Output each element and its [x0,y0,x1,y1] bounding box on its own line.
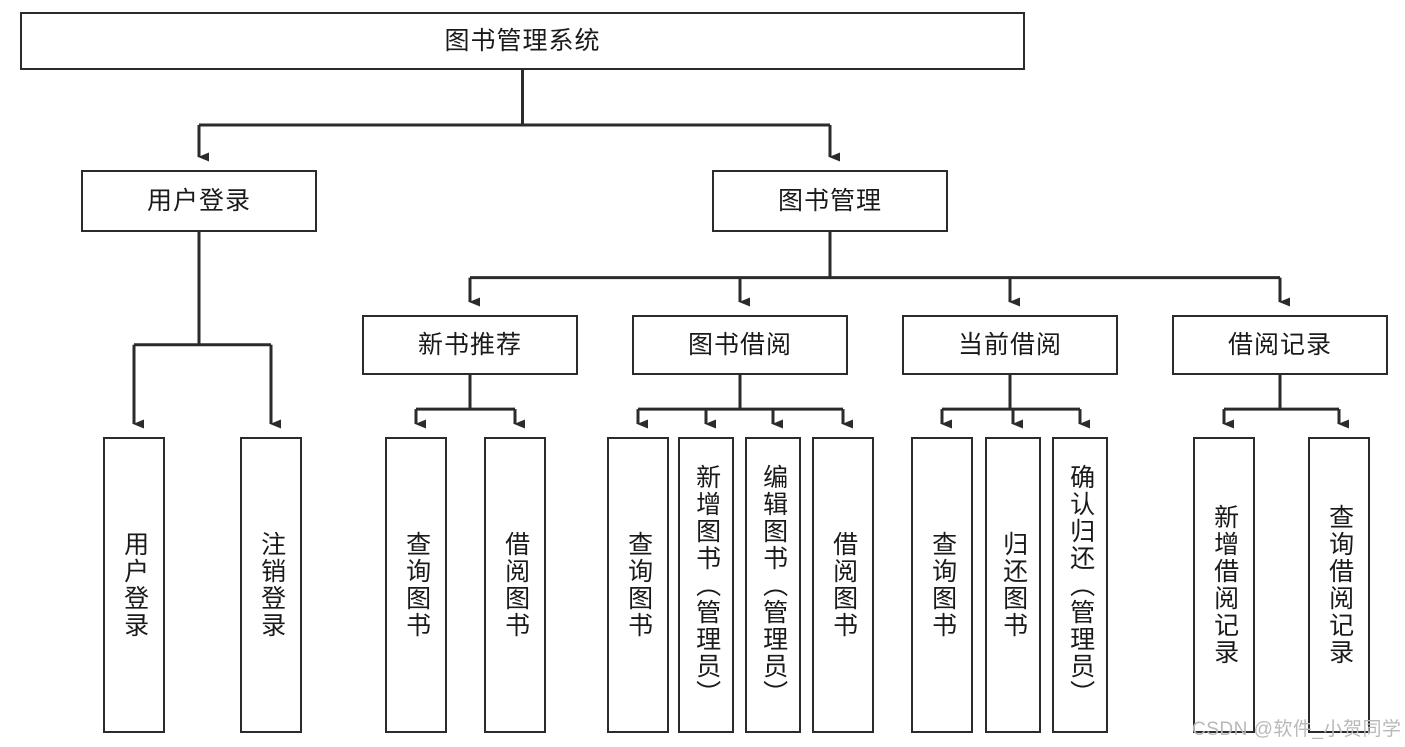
node-label: 借阅图书 [501,531,530,639]
node-borrow-4[interactable]: 借阅图书 [812,437,874,733]
node-label: 新增借阅记录 [1210,504,1239,666]
node-login-2[interactable]: 注销登录 [240,437,302,733]
node-label: 用户登录 [146,187,251,215]
node-bookmgmt[interactable]: 图书管理 [712,170,948,232]
node-label: 借阅记录 [1227,331,1332,359]
node-label: 查询图书 [928,531,957,639]
node-label: 用户登录 [120,531,149,639]
node-label: 注销登录 [257,531,286,639]
node-label: 图书借阅 [687,331,792,359]
node-login[interactable]: 用户登录 [81,170,317,232]
node-borrow-1[interactable]: 查询图书 [607,437,669,733]
node-current-3[interactable]: 确认归还（管理员） [1052,437,1108,733]
node-label: 图书管理系统 [444,27,601,55]
node-current-2[interactable]: 归还图书 [985,437,1041,733]
node-label: 图书管理 [777,187,882,215]
node-records-2[interactable]: 查询借阅记录 [1308,437,1370,733]
node-current-1[interactable]: 查询图书 [911,437,973,733]
node-borrow[interactable]: 图书借阅 [632,315,848,375]
node-root[interactable]: 图书管理系统 [20,12,1025,70]
node-label: 归还图书 [999,531,1028,639]
node-newbook-2[interactable]: 借阅图书 [484,437,546,733]
node-current[interactable]: 当前借阅 [902,315,1118,375]
node-newbook-1[interactable]: 查询图书 [385,437,447,733]
node-borrow-3[interactable]: 编辑图书（管理员） [745,437,801,733]
csdn-watermark: CSDN @软件_小贺同学 [1192,719,1402,740]
node-records-1[interactable]: 新增借阅记录 [1193,437,1255,733]
node-label: 确认归还（管理员） [1066,463,1095,707]
node-label: 借阅图书 [829,531,858,639]
node-label: 查询图书 [624,531,653,639]
node-label: 新书推荐 [417,331,522,359]
node-label: 查询借阅记录 [1325,504,1354,666]
node-label: 编辑图书（管理员） [759,463,788,707]
node-records[interactable]: 借阅记录 [1172,315,1388,375]
node-label: 当前借阅 [957,331,1062,359]
node-borrow-2[interactable]: 新增图书（管理员） [678,437,734,733]
node-newbook[interactable]: 新书推荐 [362,315,578,375]
node-label: 查询图书 [402,531,431,639]
node-login-1[interactable]: 用户登录 [103,437,165,733]
node-label: 新增图书（管理员） [692,463,721,707]
